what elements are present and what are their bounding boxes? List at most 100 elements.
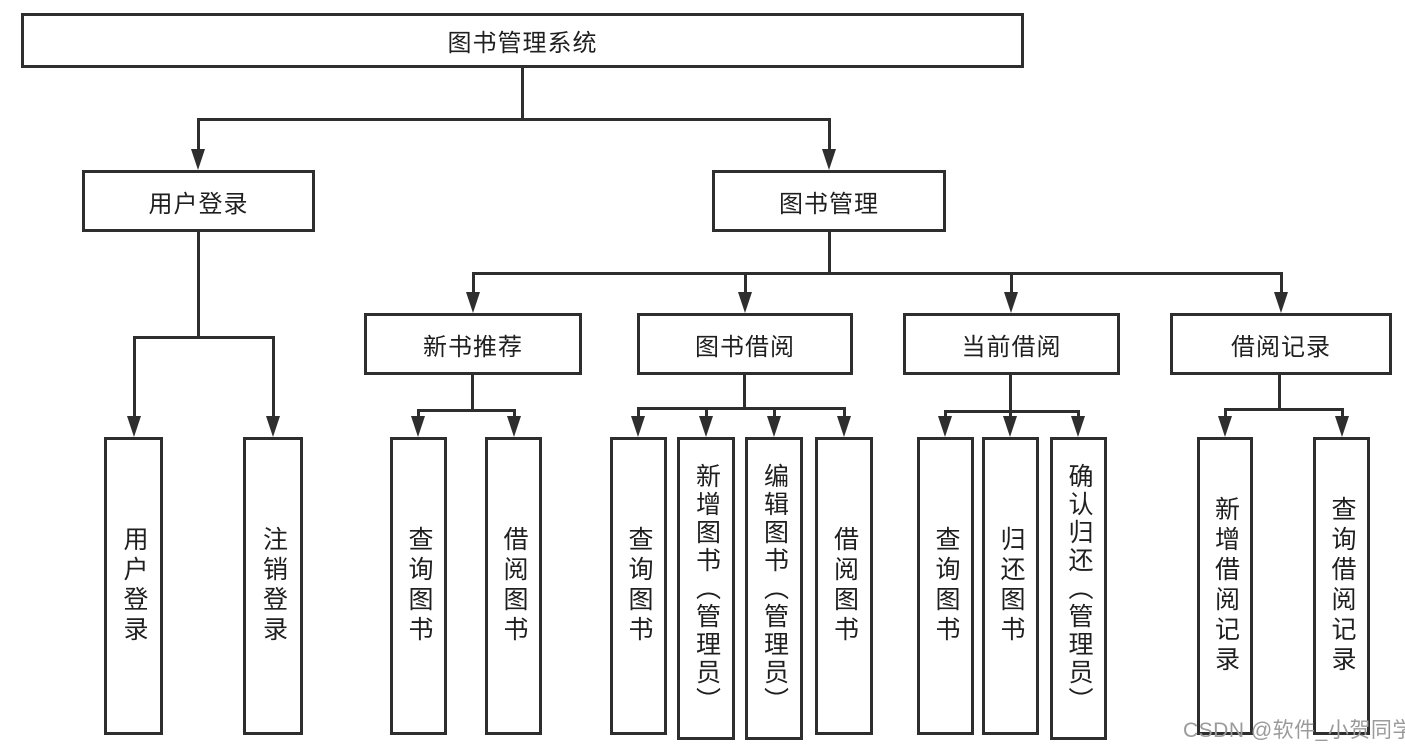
edge-arrow-current-query — [938, 410, 952, 437]
leaf-add-book-admin-label: 新增图书（管理员） — [692, 462, 721, 715]
arrow-shaft — [1223, 408, 1227, 416]
leaf-return-books-label: 归还图书 — [997, 526, 1025, 646]
edge-arrow-to-leaf-user-login — [127, 336, 141, 437]
edge-recommend-rail — [417, 409, 514, 412]
csdn-watermark: CSDN @软件_小贺同学 — [1183, 719, 1405, 742]
leaf-return-books: 归还图书 — [982, 437, 1039, 735]
arrow-shaft — [842, 407, 846, 416]
arrow-shaft — [1008, 410, 1012, 416]
edge-arrow-borrow-query — [631, 407, 645, 437]
leaf-recommend-query-books: 查询图书 — [390, 437, 447, 735]
arrow-shaft — [1279, 272, 1283, 292]
arrow-shaft — [636, 407, 640, 416]
edge-arrow-current-return — [1003, 410, 1017, 437]
leaf-edit-book-admin: 编辑图书（管理员） — [745, 437, 803, 740]
arrow-shaft — [196, 118, 200, 149]
leaf-add-borrow-record: 新增借阅记录 — [1197, 437, 1253, 735]
arrow-head-icon — [631, 416, 645, 437]
arrow-shaft — [743, 272, 747, 292]
arrow-shaft — [1340, 408, 1344, 416]
edge-arrow-recommend-borrow — [507, 409, 521, 437]
leaf-borrow-query-books-label: 查询图书 — [625, 526, 653, 646]
arrow-head-icon — [1274, 292, 1288, 313]
leaf-user-login-label: 用户登录 — [120, 526, 148, 646]
edge-arrow-borrow-borrow — [837, 407, 851, 437]
arrow-head-icon — [1071, 416, 1085, 437]
edge-arrow-to-book-management — [822, 118, 836, 170]
edge-arrow-recommend-query — [411, 409, 425, 437]
arrow-shaft — [772, 407, 776, 416]
edge-arrow-borrow-add — [699, 407, 713, 437]
arrow-shaft — [1009, 272, 1013, 292]
leaf-confirm-return-admin-label: 确认归还（管理员） — [1065, 462, 1093, 715]
node-root-label: 图书管理系统 — [447, 30, 598, 57]
node-root: 图书管理系统 — [21, 13, 1024, 68]
arrow-head-icon — [738, 292, 752, 313]
edge-arrow-to-user-login — [191, 118, 205, 170]
edge-records-stub — [1278, 375, 1281, 408]
leaf-borrow-borrow-books: 借阅图书 — [815, 437, 873, 735]
arrow-head-icon — [767, 416, 781, 437]
leaf-recommend-query-books-label: 查询图书 — [405, 526, 433, 646]
arrow-head-icon — [266, 416, 280, 437]
node-new-book-recommend: 新书推荐 — [364, 313, 582, 375]
arrow-head-icon — [466, 292, 480, 313]
leaf-add-borrow-record-label: 新增借阅记录 — [1211, 496, 1240, 676]
leaf-logout-login-label: 注销登录 — [259, 526, 288, 646]
arrow-shaft — [704, 407, 708, 416]
arrow-shaft — [271, 336, 275, 416]
edge-root-rail — [197, 118, 830, 121]
node-book-management-label: 图书管理 — [779, 190, 879, 218]
arrow-head-icon — [411, 416, 425, 437]
edge-current-stub — [1009, 375, 1012, 410]
node-borrow-records-label: 借阅记录 — [1231, 333, 1331, 361]
node-book-management: 图书管理 — [712, 170, 946, 232]
node-book-borrow-label: 图书借阅 — [695, 333, 795, 361]
arrow-shaft — [1076, 410, 1080, 416]
leaf-confirm-return-admin: 确认归还（管理员） — [1050, 437, 1107, 740]
arrow-head-icon — [1218, 416, 1232, 437]
edge-current-rail — [944, 410, 1079, 413]
arrow-head-icon — [1004, 292, 1018, 313]
edge-borrow-rail — [637, 407, 844, 410]
node-user-login-label: 用户登录 — [148, 190, 249, 218]
node-current-borrow-label: 当前借阅 — [961, 333, 1062, 361]
arrow-head-icon — [1335, 416, 1349, 437]
arrow-shaft — [471, 272, 475, 292]
node-user-login: 用户登录 — [82, 170, 315, 232]
edge-book-management-stub — [828, 232, 831, 272]
arrow-head-icon — [837, 416, 851, 437]
arrow-shaft — [512, 409, 516, 416]
arrow-shaft — [416, 409, 420, 416]
arrow-shaft — [943, 410, 947, 416]
edge-records-rail — [1224, 408, 1342, 411]
arrow-head-icon — [938, 416, 952, 437]
leaf-query-borrow-record-label: 查询借阅记录 — [1328, 496, 1356, 676]
leaf-edit-book-admin-label: 编辑图书（管理员） — [760, 462, 789, 715]
edge-arrow-to-leaf-logout — [266, 336, 280, 437]
leaf-logout-login: 注销登录 — [243, 437, 303, 735]
edge-arrow-to-current-borrow — [1004, 272, 1018, 313]
leaf-borrow-borrow-books-label: 借阅图书 — [830, 526, 859, 646]
edge-borrow-stub — [743, 375, 746, 407]
leaf-current-query-books: 查询图书 — [917, 437, 974, 735]
arrow-head-icon — [191, 149, 205, 170]
arrow-shaft — [827, 118, 831, 149]
edge-user-login-rail — [133, 336, 274, 339]
node-borrow-records: 借阅记录 — [1170, 313, 1392, 375]
leaf-current-query-books-label: 查询图书 — [932, 526, 960, 646]
node-current-borrow: 当前借阅 — [903, 313, 1120, 375]
edge-arrow-current-confirm — [1071, 410, 1085, 437]
node-book-borrow: 图书借阅 — [637, 313, 853, 375]
edge-arrow-to-borrow-records — [1274, 272, 1288, 313]
arrow-head-icon — [822, 149, 836, 170]
arrow-head-icon — [127, 416, 141, 437]
edge-root-stub — [521, 68, 524, 118]
edge-arrow-borrow-edit — [767, 407, 781, 437]
edge-book-management-rail — [473, 272, 1281, 275]
edge-arrow-records-add — [1218, 408, 1232, 437]
leaf-user-login: 用户登录 — [104, 437, 163, 735]
node-new-book-recommend-label: 新书推荐 — [423, 333, 523, 361]
arrow-head-icon — [1003, 416, 1017, 437]
